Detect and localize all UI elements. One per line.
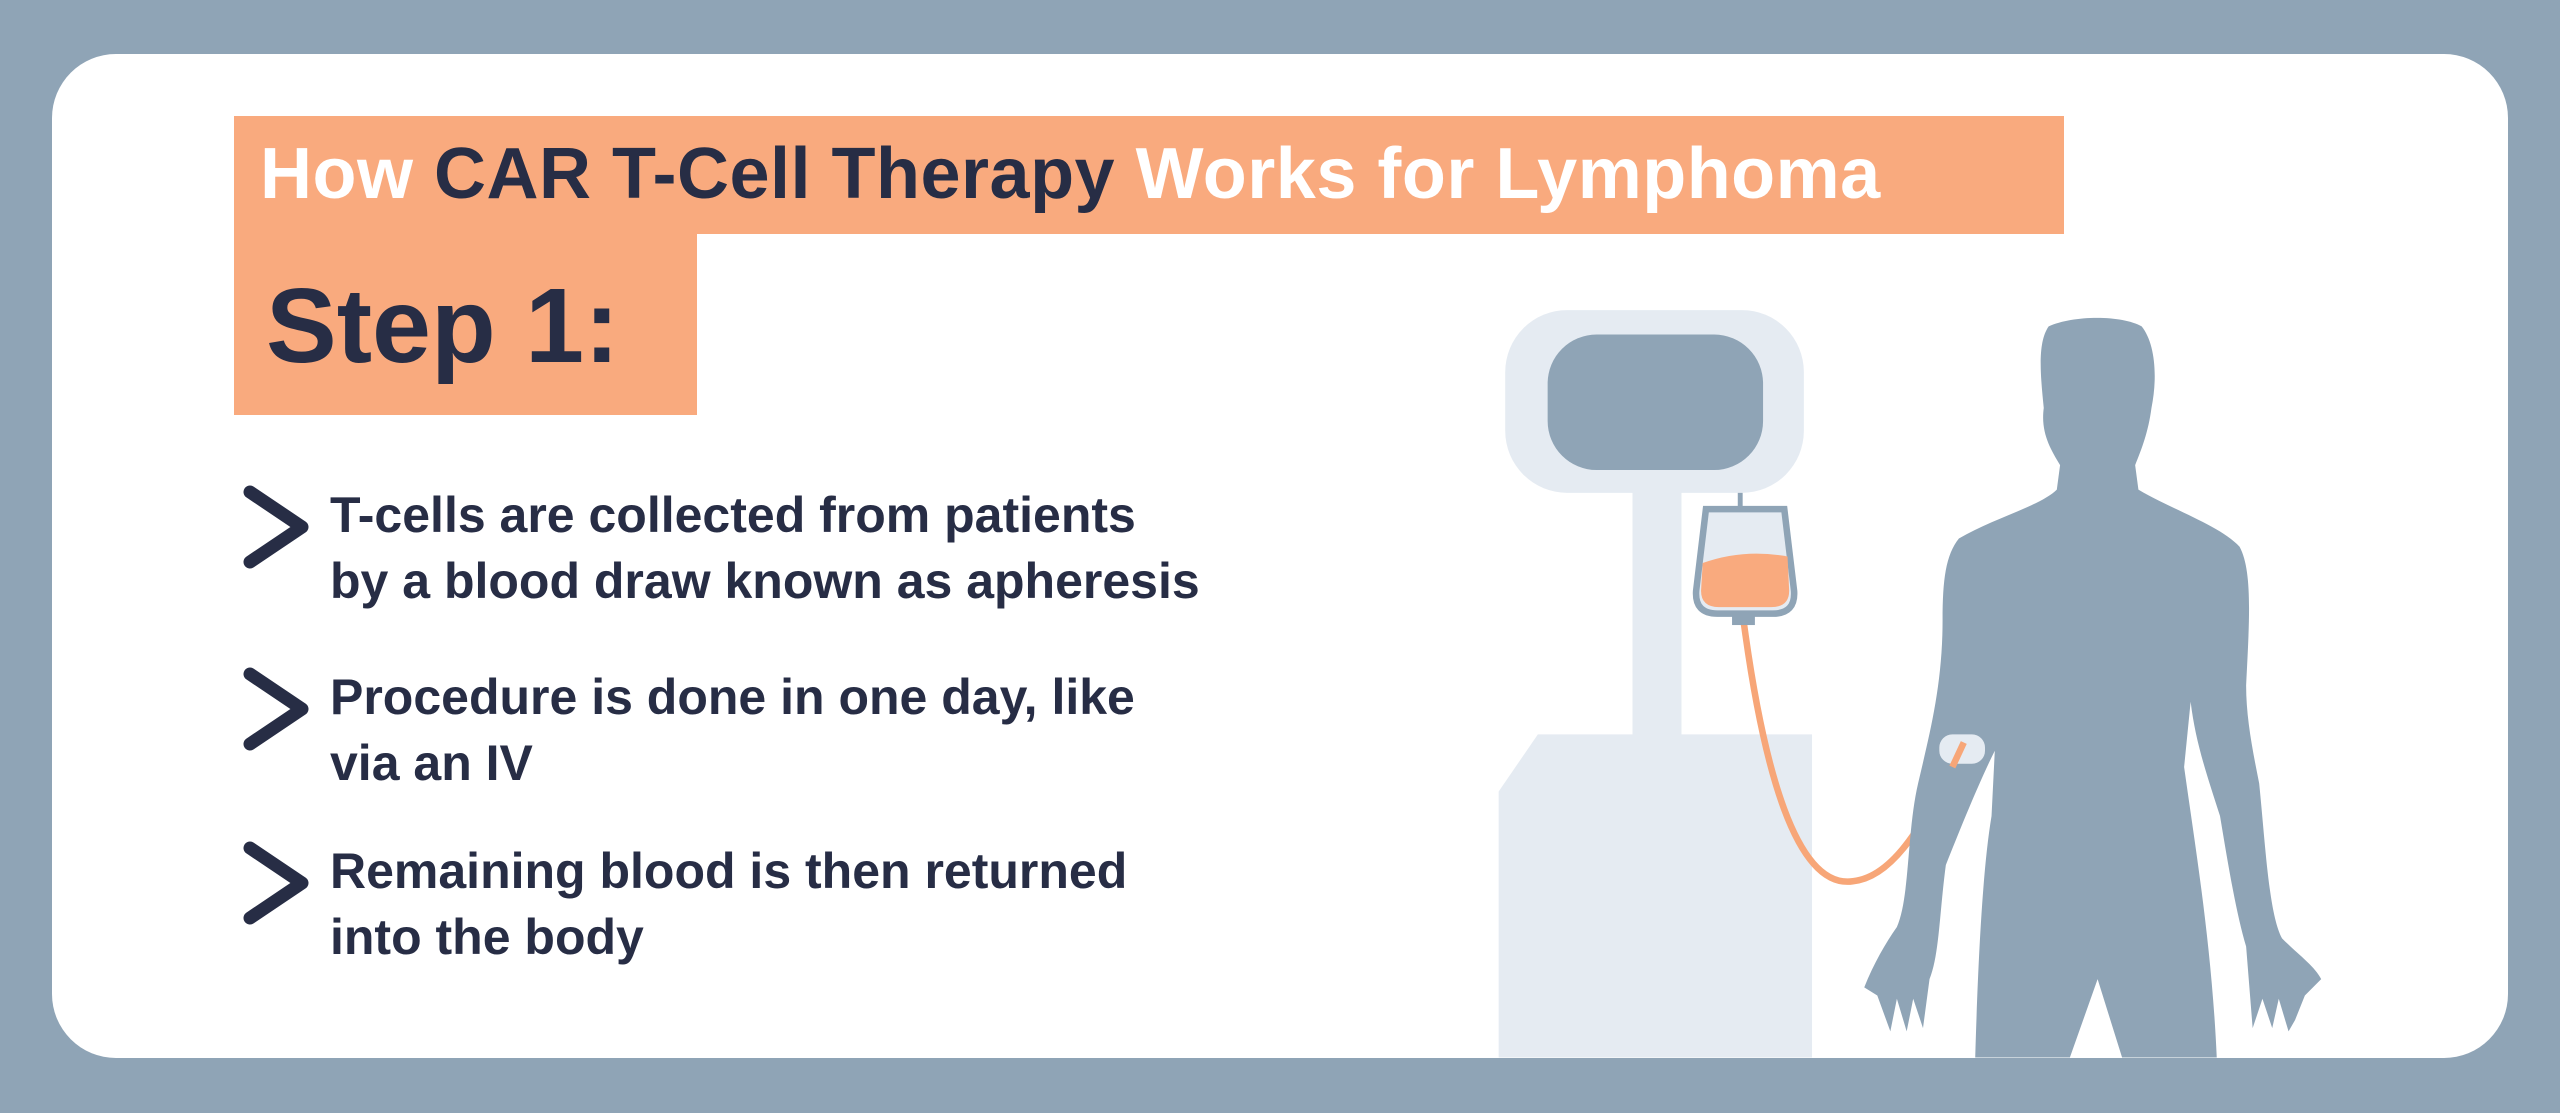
bullet-line: Remaining blood is then returned (330, 843, 1128, 899)
title-banner: How CAR T-Cell Therapy Works for Lymphom… (234, 116, 2064, 234)
chevron-right-icon (243, 841, 309, 925)
bullet-text: Remaining blood is then returned into the… (330, 838, 1127, 970)
step-label: Step 1: (266, 267, 620, 385)
bullet-line: via an IV (330, 735, 533, 791)
bullet-item: Remaining blood is then returned into the… (236, 838, 1127, 970)
bullet-line: into the body (330, 909, 644, 965)
title-part-how: How (260, 134, 434, 214)
chevron-right-icon (243, 485, 309, 569)
title-part-therapy: CAR T-Cell Therapy (433, 134, 1116, 214)
bullet-line: Procedure is done in one day, like (330, 669, 1135, 725)
page-title: How CAR T-Cell Therapy Works for Lymphom… (260, 134, 1881, 214)
bullet-text: T-cells are collected from patients by a … (330, 482, 1200, 614)
bullet-line: T-cells are collected from patients (330, 487, 1136, 543)
bullet-item: Procedure is done in one day, like via an… (236, 664, 1135, 796)
step-banner: Step 1: (234, 232, 697, 415)
bullet-item: T-cells are collected from patients by a … (236, 482, 1200, 614)
bullet-line: by a blood draw known as apheresis (330, 553, 1200, 609)
bullet-text: Procedure is done in one day, like via an… (330, 664, 1135, 796)
chevron-right-icon (243, 667, 309, 751)
title-part-lymphoma: Works for Lymphoma (1115, 134, 1881, 214)
